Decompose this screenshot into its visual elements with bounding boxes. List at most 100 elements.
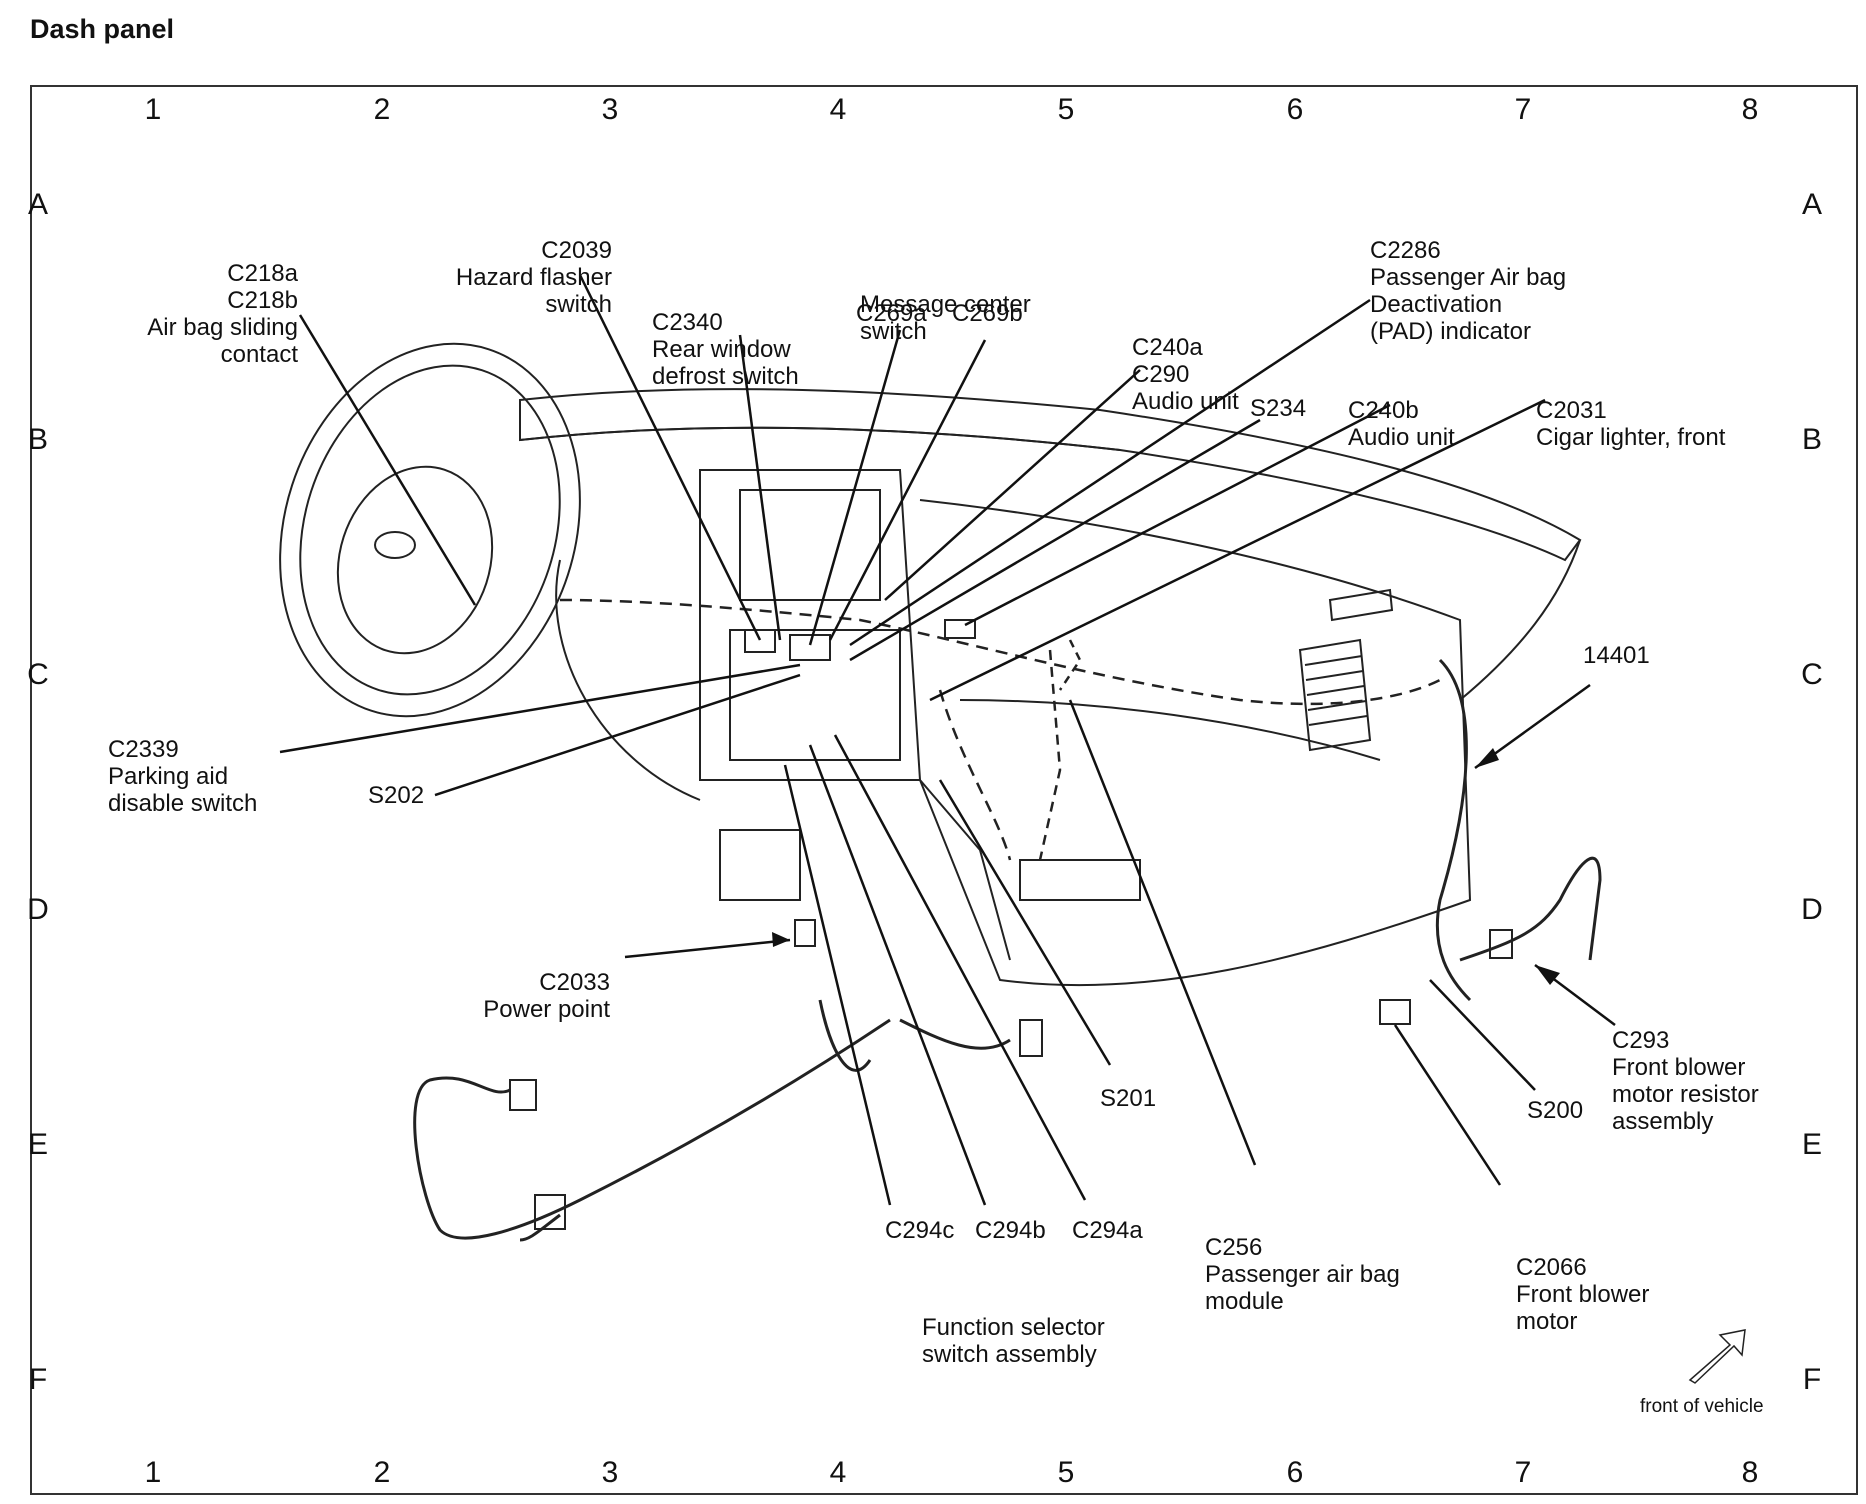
label-line: Parking aid — [108, 763, 229, 790]
label-line: C294b — [975, 1217, 1046, 1244]
label-line: motor — [1516, 1308, 1578, 1335]
label-line: S234 — [1250, 395, 1307, 422]
steering-hub — [336, 465, 494, 655]
label-line: Function selector — [922, 1314, 1105, 1341]
label-line: C2039 — [541, 237, 612, 264]
label-front-of-vehicle: front of vehicle — [1640, 1393, 1764, 1420]
label-line: motor resistor — [1612, 1081, 1759, 1108]
label-line: Hazard flasher — [455, 264, 612, 291]
connector-c240b — [944, 619, 976, 639]
label-c294c: C294c — [885, 1217, 954, 1244]
grid-column-top: 1 — [144, 93, 162, 126]
grid-row-left: E — [27, 1128, 48, 1161]
grid-column-top: 8 — [1741, 93, 1759, 126]
label-line: switch — [545, 291, 612, 318]
connector-power — [509, 1079, 537, 1111]
label-line: Front blower — [1612, 1054, 1746, 1081]
label-line: Passenger Air bag — [1370, 264, 1567, 291]
grid-row-right: D — [1801, 893, 1823, 926]
label-line: C2033 — [539, 969, 610, 996]
label-s234: S234 — [1250, 395, 1306, 422]
grid-column-top: 6 — [1286, 93, 1304, 126]
label-line: S200 — [1527, 1097, 1584, 1124]
label-line: Power point — [483, 996, 610, 1023]
connector-c294 — [1019, 1019, 1043, 1057]
label-line: module — [1205, 1288, 1284, 1315]
connector-lower — [534, 1194, 566, 1230]
grid-row-left: B — [27, 423, 48, 456]
steering-wheel — [279, 342, 581, 718]
label-c269b: C269b — [952, 300, 1023, 327]
harness-main — [1435, 658, 1472, 1002]
label-line: switch assembly — [922, 1341, 1097, 1368]
label-s202: S202 — [368, 782, 424, 809]
label-c269a: C269a — [856, 300, 927, 327]
label-line: Front blower — [1516, 1281, 1650, 1308]
label-line: Rear window — [652, 336, 791, 363]
grid-column-bottom: 1 — [144, 1456, 162, 1489]
label-line: C294c — [885, 1217, 955, 1244]
grid-row-left: C — [27, 658, 49, 691]
grid-row-right: E — [1801, 1128, 1822, 1161]
leader-arrowheads — [772, 748, 1560, 985]
label-line: C269b — [952, 300, 1023, 327]
label-line: front of vehicle — [1640, 1396, 1764, 1417]
label-line: C294a — [1072, 1217, 1143, 1244]
grid-column-bottom: 7 — [1514, 1456, 1532, 1489]
label-s200: S200 — [1527, 1097, 1583, 1124]
grid-column-bottom: 5 — [1057, 1456, 1075, 1489]
diagram-frame — [30, 85, 1858, 1495]
grid-row-left: D — [27, 893, 49, 926]
label-line: Audio unit — [1348, 424, 1455, 451]
label-line: S201 — [1100, 1085, 1157, 1112]
label-line: C2066 — [1516, 1254, 1587, 1281]
label-line: C240a — [1132, 334, 1203, 361]
connector-c2033 — [794, 919, 816, 947]
label-line: C269a — [856, 300, 927, 327]
label-line: Audio unit — [1132, 388, 1239, 415]
connector-c2039 — [744, 629, 776, 653]
label-line: C256 — [1205, 1234, 1263, 1261]
air-vent — [1298, 638, 1372, 752]
label-s201: S201 — [1100, 1085, 1156, 1112]
grid-row-right: C — [1801, 658, 1823, 691]
label-line: C218a — [227, 260, 298, 287]
grid-column-bottom: 2 — [373, 1456, 391, 1489]
grid-row-left: A — [27, 188, 48, 221]
grid-column-top: 2 — [373, 93, 391, 126]
label-line: switch — [860, 318, 927, 345]
label-line: C293 — [1612, 1027, 1670, 1054]
label-line: C290 — [1132, 361, 1190, 388]
grid-column-bottom: 4 — [829, 1456, 847, 1489]
grid-column-top: 5 — [1057, 93, 1075, 126]
label-line: Message center — [860, 291, 1031, 318]
harness-power-lead — [413, 1018, 891, 1240]
label-c294a: C294a — [1072, 1217, 1143, 1244]
connector-c293 — [1489, 929, 1513, 959]
label-line: (PAD) indicator — [1370, 318, 1531, 345]
leader-lines — [279, 274, 1616, 1206]
label-line: disable switch — [108, 790, 258, 817]
harness-dashed — [559, 598, 1441, 706]
label-line: defrost switch — [652, 363, 799, 390]
label-line: Air bag sliding — [147, 314, 298, 341]
front-of-vehicle-arrow — [1688, 1329, 1746, 1384]
connector-c269 — [789, 634, 831, 661]
grid-column-bottom: 3 — [601, 1456, 619, 1489]
label-line: Deactivation — [1370, 291, 1503, 318]
grid-column-top: 4 — [829, 93, 847, 126]
grid-row-right: F — [1802, 1363, 1822, 1396]
label-line: C2286 — [1370, 237, 1441, 264]
